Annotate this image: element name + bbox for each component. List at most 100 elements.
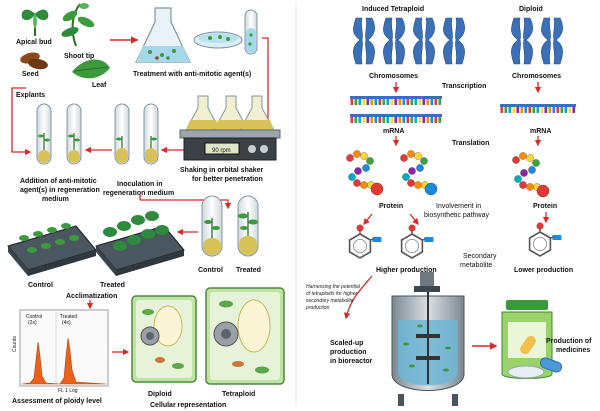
benzene-ring (528, 231, 552, 257)
mrna-base (398, 117, 401, 123)
mrna-base (358, 117, 361, 123)
benzene-ring (348, 233, 372, 259)
harnessing-note-3: secondary metabolite (306, 298, 354, 304)
amino-acid-bead (520, 169, 528, 177)
mrna-base (378, 117, 381, 123)
methyl-group (424, 237, 434, 242)
amino-acid-bead (526, 183, 534, 191)
mrna-base (430, 99, 433, 105)
amino-acid-bead (360, 152, 368, 160)
mrna-base (532, 107, 535, 113)
mrna-base (434, 99, 437, 105)
cellular-representation-label: Cellular representation (150, 402, 226, 409)
mrna-base (394, 117, 397, 123)
mrna-base (422, 99, 425, 105)
involvement-label-2: biosynthetic pathway (424, 212, 489, 219)
mrna-base (370, 117, 373, 123)
leaf-icon (72, 59, 110, 79)
diploid-label: Diploid (519, 6, 543, 13)
mrna-strands-icon (350, 96, 576, 117)
bond (550, 236, 554, 239)
methyl-group (552, 235, 562, 240)
tetraploid-cell-label: Tetraploid (222, 391, 255, 398)
amino-acid-bead (362, 164, 370, 172)
secondary-metabolite-label-1: Secondary (463, 253, 497, 260)
amino-acid-bead (354, 167, 362, 175)
oxygen-atom (536, 222, 544, 230)
mrna-base (350, 117, 353, 123)
arrow-pathway-1 (363, 213, 373, 226)
mrna-base (438, 99, 441, 105)
scaled-up-label-2: production (330, 349, 367, 356)
bond (422, 238, 426, 241)
seed-label: Seed (22, 71, 39, 78)
shoot-tip-icon (61, 3, 95, 47)
histogram-title: Assessment of ploidy level (12, 398, 102, 405)
mrna-base (366, 117, 369, 123)
seed-icon (20, 52, 48, 70)
scaled-up-label-3: in bioreactor (330, 358, 373, 365)
mrna-base (374, 99, 377, 105)
benzene-inner-ring (533, 236, 548, 251)
hist-control-label-1: Control (26, 314, 42, 320)
amino-acid-bead (402, 173, 410, 181)
mrna-base (414, 117, 417, 123)
amino-acid-bead (420, 157, 428, 165)
protein-right-label: Protein (533, 203, 557, 210)
protein-head (370, 182, 384, 196)
protein-chains-icon (346, 150, 550, 198)
induced-tetraploid-label: Induced Tetraploid (362, 6, 424, 13)
petri-dish-icon (193, 31, 243, 49)
diploid-cell-icon (131, 295, 197, 383)
test-tube-icon (244, 9, 258, 55)
arrow-pathway-2 (409, 213, 419, 226)
transcription-label: Transcription (442, 83, 486, 90)
mrna-base (560, 107, 563, 113)
mrna-base (426, 117, 429, 123)
shaker-label-2: for better penetration (192, 176, 263, 183)
amino-acid-bead (360, 181, 368, 189)
harnessing-note-1: Harnessing the potential (306, 284, 361, 290)
hist-treated-label-2: (4x) (62, 320, 71, 326)
amino-acid-bead (408, 167, 416, 175)
explants-label: Explants (16, 92, 45, 99)
mrna-base (520, 107, 523, 113)
mrna-base (410, 99, 413, 105)
harnessing-note-4: production (305, 305, 330, 311)
mrna-base (354, 117, 357, 123)
mrna-base (394, 99, 397, 105)
shoot-tip-label: Shoot tip (64, 53, 94, 60)
harnessing-note-2: of tetraploids for higher (306, 291, 357, 297)
protein-head (536, 184, 550, 198)
hist-xlabel: FL 1 Log (58, 388, 78, 394)
shaker-display: 90 rpm (212, 148, 231, 154)
mrna-base (362, 99, 365, 105)
amino-acid-bead (532, 159, 540, 167)
addition-label-1: Addition of anti-mitotic (20, 178, 97, 185)
hist-treated-label-1: Treated (60, 314, 77, 320)
amino-acid-bead (353, 179, 361, 187)
translation-label: Translation (452, 140, 489, 147)
mrna-base (500, 107, 503, 113)
mrna-base (516, 107, 519, 113)
amino-acid-bead (514, 175, 522, 183)
protein-head (424, 182, 438, 196)
mrna-base (512, 107, 515, 113)
mrna-base (382, 99, 385, 105)
mrna-base (354, 99, 357, 105)
mrna-base (418, 117, 421, 123)
amino-acid-bead (519, 181, 527, 189)
mrna-base (418, 99, 421, 105)
mrna-base (430, 117, 433, 123)
addition-label-2: agent(s) in regeneration (20, 187, 100, 194)
secondary-metabolite-label-2: metabolite (460, 262, 492, 269)
mrna-base (390, 99, 393, 105)
amino-acid-bead (416, 164, 424, 172)
apical-bud-icon (21, 9, 49, 36)
arrow-to-bioreactor (343, 275, 373, 320)
tray-control-label: Control (28, 282, 53, 289)
inoculation-label-1: Inoculation in (117, 181, 163, 188)
mrna-base (564, 107, 567, 113)
mrna-base (426, 99, 429, 105)
